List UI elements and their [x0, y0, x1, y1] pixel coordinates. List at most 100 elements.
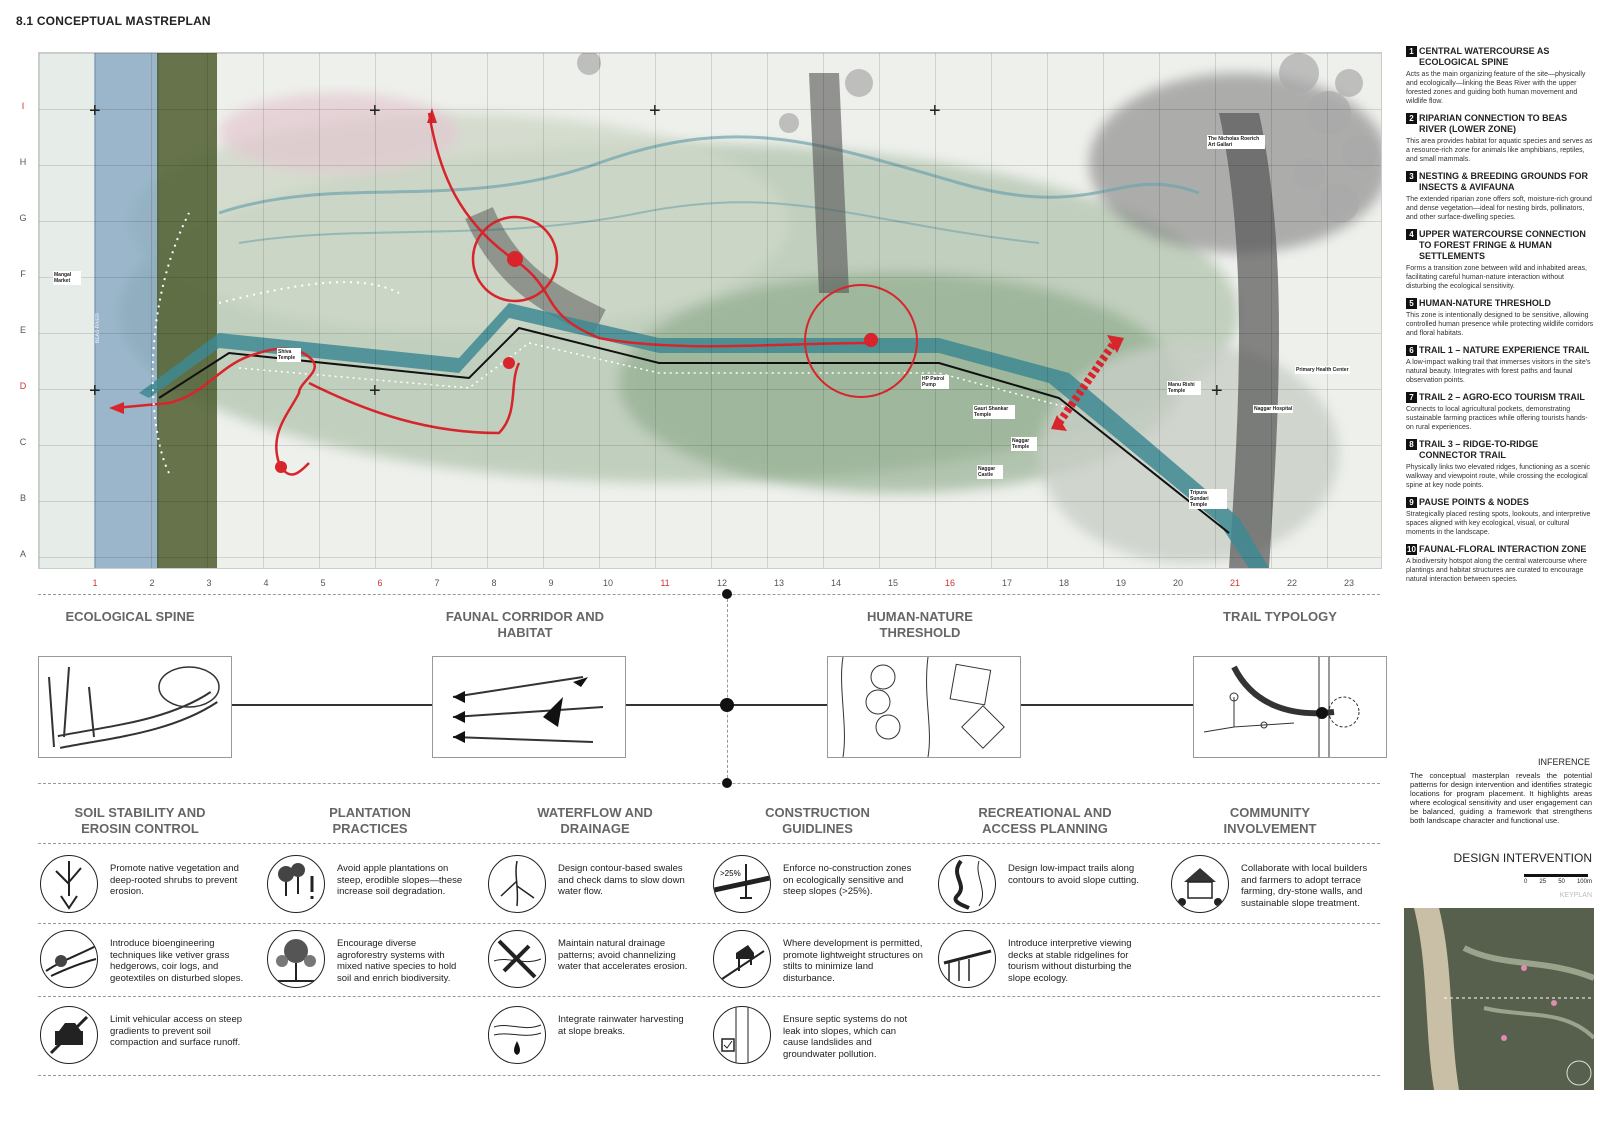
legend-desc: Physically links two elevated ridges, fu… [1406, 464, 1591, 489]
legend-number: 5 [1406, 298, 1417, 309]
grid-col-label: 16 [944, 578, 955, 588]
place-label: Tripura Sundari Temple [1189, 489, 1227, 509]
svg-text:>25%: >25% [720, 869, 741, 878]
legend-number: 10 [1406, 544, 1417, 555]
divider [38, 843, 1380, 844]
grid-row-label: E [19, 325, 26, 335]
place-label: Naggar Hospital [1253, 405, 1294, 413]
category-title: PLANTATION PRACTICES [329, 805, 411, 836]
crosshair-icon: + [369, 380, 381, 402]
guideline-text: Where development is permitted, promote … [783, 938, 923, 984]
crosshair-icon: + [369, 100, 381, 122]
grid-col-label: 7 [434, 578, 440, 588]
guideline-item: Encourage diverse agroforestry systems w… [267, 930, 477, 988]
apple-tree-warning-icon [267, 855, 325, 913]
place-label: HP Patrol Pump [921, 375, 949, 389]
legend-desc: Connects to local agricultural pockets, … [1406, 406, 1588, 431]
guideline-item: Collaborate with local builders and farm… [1171, 855, 1401, 913]
scale-label: 50 [1558, 879, 1565, 885]
grid-col-label: 5 [320, 578, 326, 588]
grid-col-label: 1 [92, 578, 98, 588]
grid-col-label: 9 [548, 578, 554, 588]
guideline-text: Avoid apple plantations on steep, erodib… [337, 863, 463, 897]
place-label: Naggar Temple [1011, 437, 1037, 451]
grid-col-label: 12 [716, 578, 727, 588]
legend-title: TRAIL 2 – AGRO-ECO TOURISM TRAIL [1419, 392, 1585, 402]
legend-title: TRAIL 1 – NATURE EXPERIENCE TRAIL [1419, 345, 1590, 355]
grid-col-label: 19 [1115, 578, 1126, 588]
guideline-text: Limit vehicular access on steep gradient… [110, 1014, 243, 1048]
grid-row-label: D [19, 381, 27, 391]
legend-number: 8 [1406, 439, 1417, 450]
guideline-item: Promote native vegetation and deep-roote… [40, 855, 250, 913]
crosshair-icon: + [89, 100, 101, 122]
guideline-text: Enforce no-construction zones on ecologi… [783, 863, 912, 897]
grid-col-label: 23 [1343, 578, 1354, 588]
scale-bar-line [1524, 874, 1588, 877]
trail-typology-sketch [1193, 656, 1387, 758]
grid-col-label: 15 [887, 578, 898, 588]
guideline-text: Ensure septic systems do not leak into s… [783, 1014, 908, 1060]
page-title: 8.1 CONCEPTUAL MASTREPLAN [16, 14, 211, 28]
bioengineering-icon [40, 930, 98, 988]
legend-title: FAUNAL-FLORAL INTERACTION ZONE [1419, 544, 1587, 554]
legend-title: PAUSE POINTS & NODES [1419, 497, 1529, 507]
guideline-item: Maintain natural drainage patterns; avoi… [488, 930, 698, 988]
grid-col-label: 4 [263, 578, 269, 588]
grid-row-label: G [19, 213, 27, 223]
place-label: The Nicholas Roerich Art Gallari [1207, 135, 1265, 149]
legend-title: NESTING & BREEDING GROUNDS FOR INSECTS &… [1419, 171, 1589, 192]
category-title: CONSTRUCTION GUIDLINES [765, 805, 870, 836]
natural-drainage-icon [488, 930, 546, 988]
crosshair-icon: + [929, 100, 941, 122]
guideline-item: Introduce interpretive viewing decks at … [938, 930, 1158, 988]
guideline-item: >25% Enforce no-construction zones on ec… [713, 855, 933, 913]
keyplan-label: KEYPLAN [1559, 892, 1592, 899]
category-title: RECREATIONAL AND ACCESS PLANNING [978, 805, 1112, 836]
trail-illustration [1203, 657, 1360, 757]
contour-swale-icon [488, 855, 546, 913]
grid-row-label: A [19, 549, 26, 559]
divider [38, 1075, 1380, 1076]
stilt-house-icon [713, 930, 771, 988]
place-label: Manu Rishi Temple [1167, 381, 1201, 395]
guideline-text: Collaborate with local builders and farm… [1241, 863, 1368, 909]
concept-title: TRAIL TYPOLOGY [1223, 609, 1337, 624]
masterplan-map[interactable]: + + + + + + + Mangal Market The Nicholas… [38, 52, 1382, 569]
scale-label: 0 [1524, 879, 1528, 885]
guideline-text: Maintain natural drainage patterns; avoi… [558, 938, 688, 972]
agroforestry-icon [267, 930, 325, 988]
design-intervention-heading: DESIGN INTERVENTION [1453, 851, 1592, 865]
keyplan-map[interactable] [1404, 908, 1594, 1090]
legend-number: 3 [1406, 171, 1417, 182]
grid-col-label: 10 [602, 578, 613, 588]
category-title: COMMUNITY INVOLVEMENT [1223, 805, 1317, 836]
legend-number: 7 [1406, 392, 1417, 403]
legend-title: CENTRAL WATERCOURSE AS ECOLOGICAL SPINE [1419, 46, 1550, 67]
guideline-text: Promote native vegetation and deep-roote… [110, 863, 239, 897]
grid-col-label: 20 [1172, 578, 1183, 588]
threshold-sketch [827, 656, 1021, 758]
septic-system-icon [713, 1006, 771, 1064]
guideline-item: Avoid apple plantations on steep, erodib… [267, 855, 477, 913]
place-label: Mangal Market [53, 271, 81, 285]
river-label: BEAS RIVER [95, 312, 101, 343]
legend-desc: Forms a transition zone between wild and… [1406, 265, 1587, 290]
guideline-text: Introduce bioengineering techniques like… [110, 938, 244, 984]
grid-col-label: 11 [660, 578, 670, 588]
inference-text: The conceptual masterplan reveals the po… [1410, 771, 1592, 825]
guideline-text: Introduce interpretive viewing decks at … [1008, 938, 1132, 984]
node-dot [722, 778, 732, 788]
divider [38, 594, 1380, 595]
legend-desc: The extended riparian zone offers soft, … [1406, 196, 1592, 221]
viewing-deck-icon [938, 930, 996, 988]
guideline-item: Where development is permitted, promote … [713, 930, 933, 988]
place-label: Gauri Shankar Temple [973, 405, 1015, 419]
